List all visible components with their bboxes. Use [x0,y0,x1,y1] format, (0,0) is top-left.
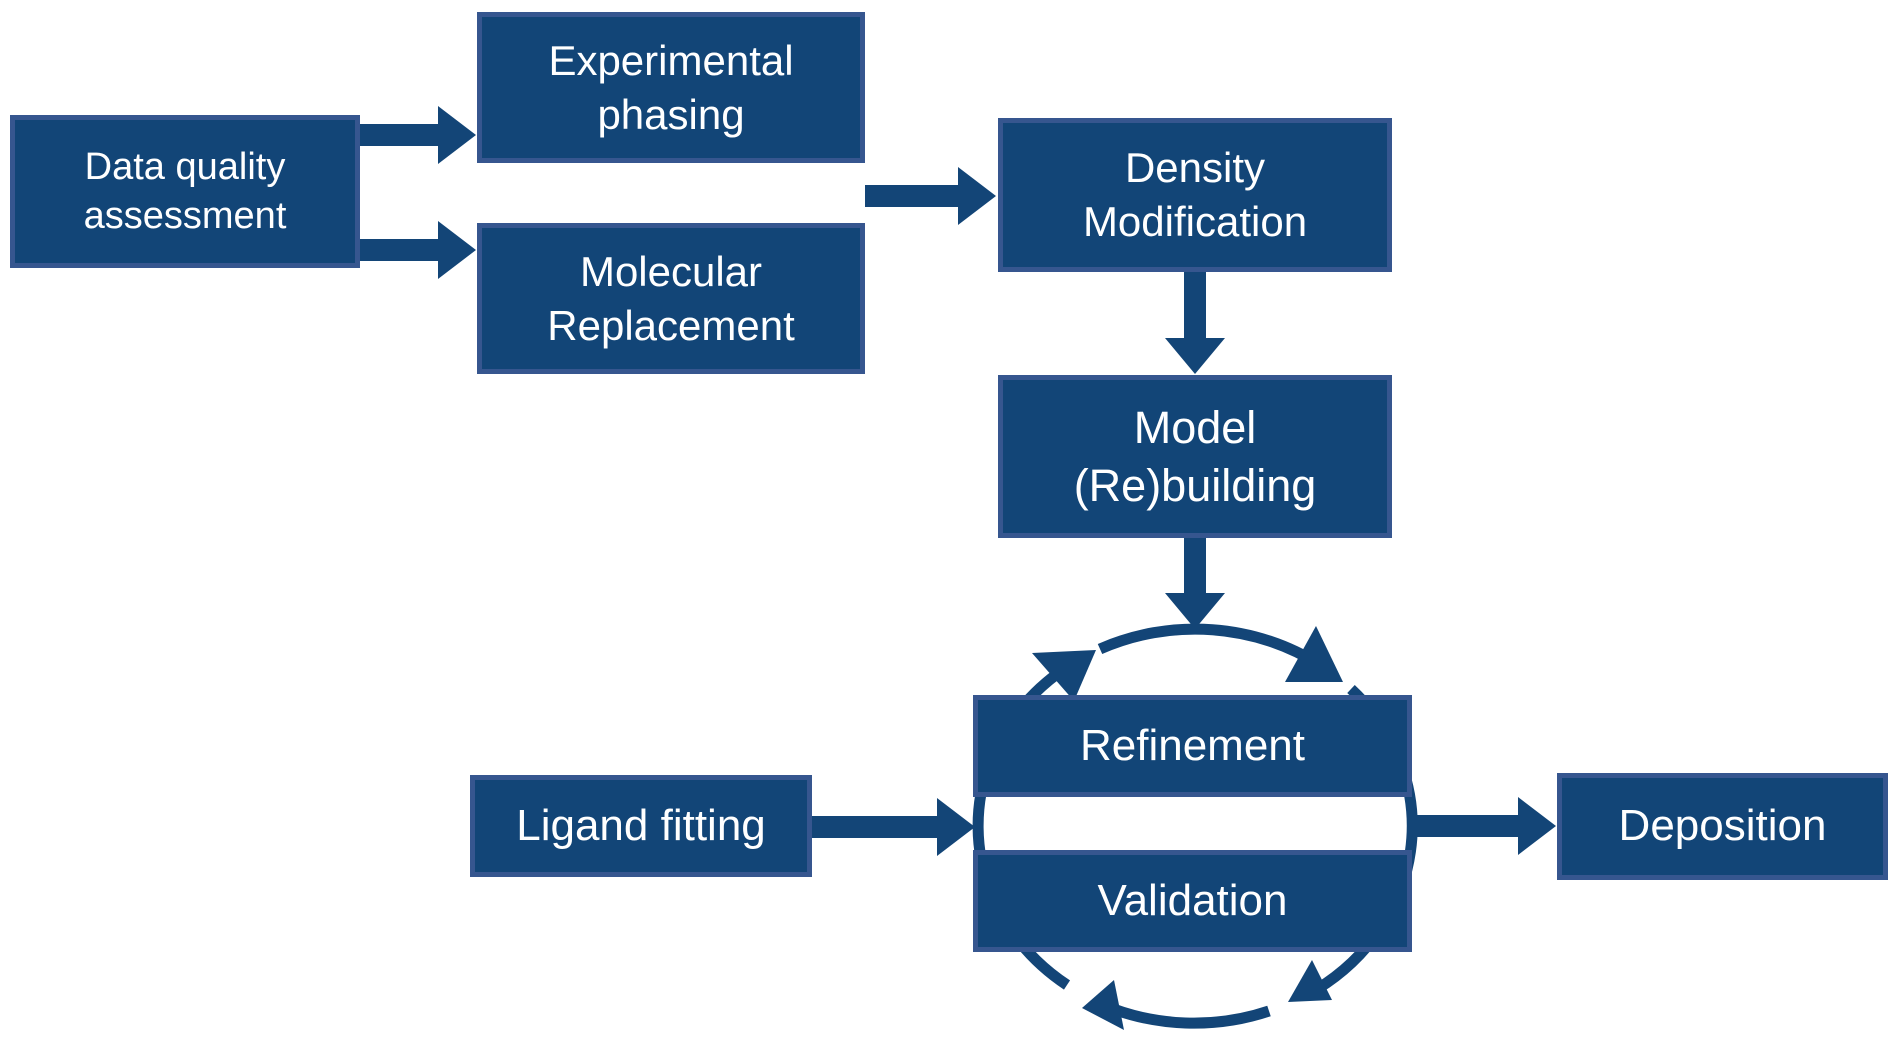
arrow-ligand-to-cycle [812,798,975,856]
node-label-line: Density [1124,144,1266,192]
node-deposition: Deposition [1557,773,1888,880]
node-label-line: assessment [83,194,287,237]
arrow-phasing-to-density-modification [865,167,996,225]
node-ligand-fitting: Ligand fitting [470,775,812,877]
node-label-line: phasing [597,90,745,138]
node-data-quality-assessment: Data quality assessment [10,115,360,268]
cycle-arrowhead-se-icon [1288,960,1332,1002]
node-label-line: Model [1133,401,1257,453]
node-density-modification: Density Modification [998,118,1392,272]
node-label-line: Molecular [579,247,763,295]
arrow-cycle-to-deposition [1412,797,1556,855]
node-validation: Validation [973,850,1412,952]
node-label-line: Modification [1082,198,1308,245]
arrow-dqa-to-experimental-phasing [360,106,476,164]
cycle-arrowhead-ne-icon [1285,626,1343,682]
arrow-model-to-cycle [1165,538,1225,629]
cycle-arrowhead-nw-icon [1032,650,1096,701]
node-label-line: Data quality [84,145,286,188]
node-experimental-phasing: Experimental phasing [477,12,865,163]
node-molecular-replacement: Molecular Replacement [477,223,865,374]
arrow-dqa-to-molecular-replacement [360,221,476,279]
node-refinement: Refinement [973,695,1412,797]
node-model-rebuilding: Model (Re)building [998,375,1392,538]
cycle-arc-bottom [1100,999,1271,1029]
node-label-line: Ligand fitting [516,800,766,850]
cycle-arrowhead-sw-icon [1082,980,1124,1030]
node-label-line: Replacement [547,301,795,349]
cycle-arc-top [1097,623,1323,670]
node-label-line: Deposition [1618,801,1827,851]
refinement-validation-cycle-arrows [972,623,1418,1030]
node-label-line: (Re)building [1073,459,1317,511]
node-label-line: Validation [1097,875,1288,925]
node-label-line: Refinement [1079,720,1305,770]
node-label-line: Experimental [548,36,794,84]
arrow-density-to-model-rebuilding [1165,272,1225,374]
